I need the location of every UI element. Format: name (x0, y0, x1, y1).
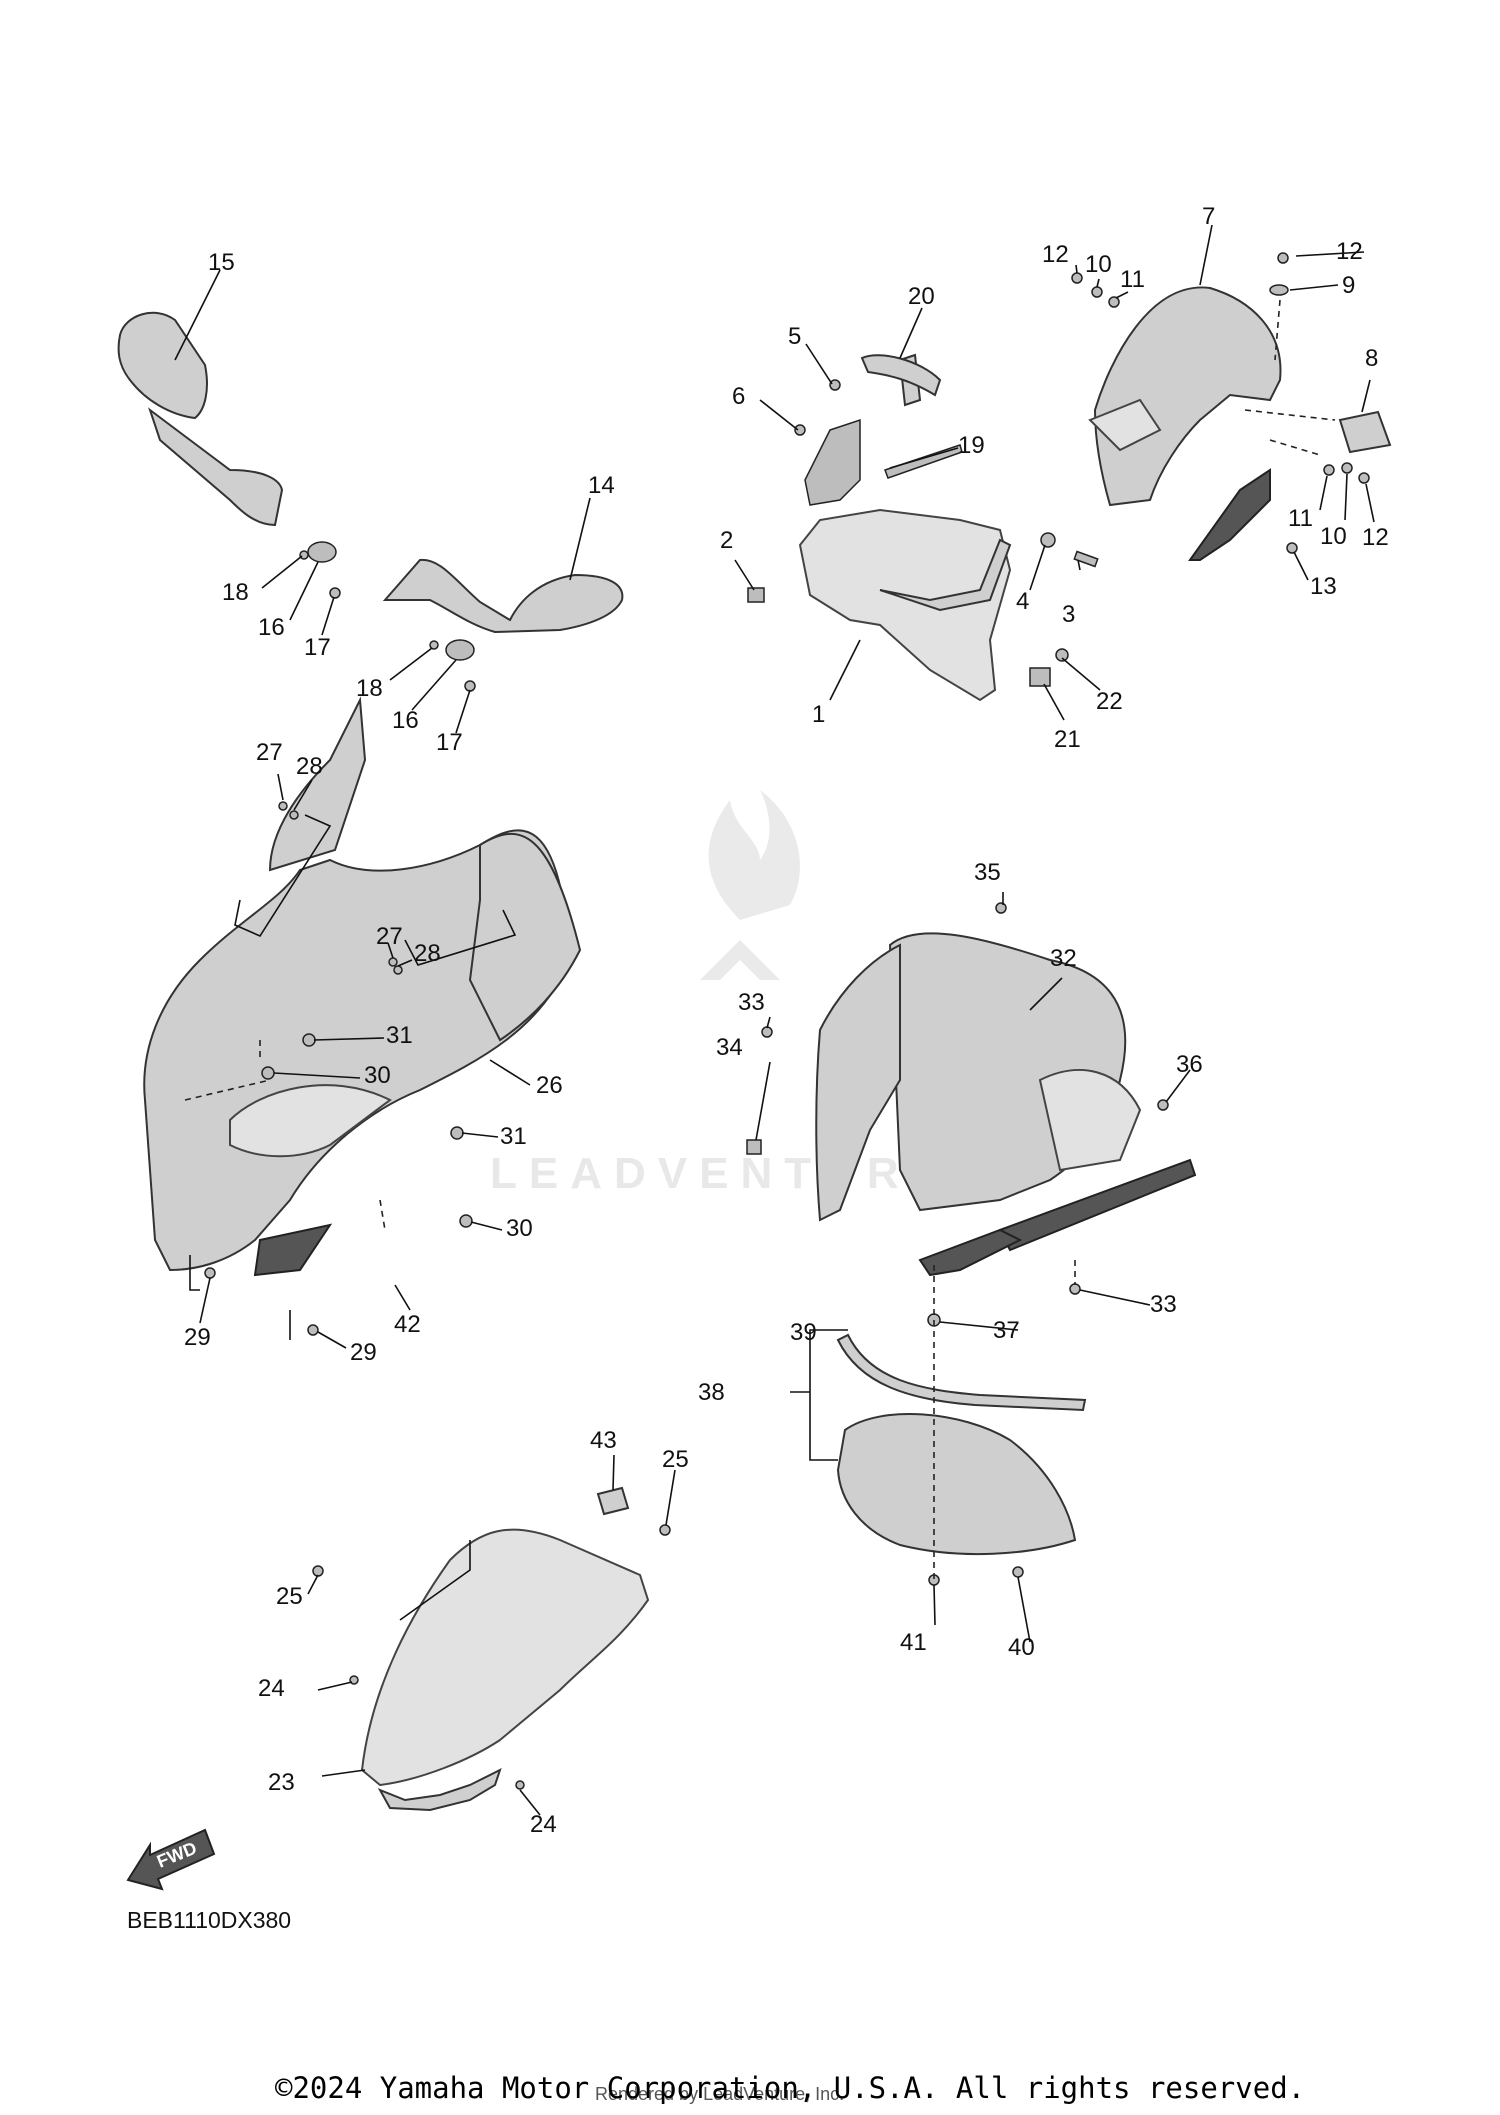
callout-23: 23 (268, 1769, 295, 1796)
callout-15: 15 (208, 249, 235, 276)
part-14-mirror-right (382, 558, 624, 634)
part-38-lower-cover (836, 1412, 1077, 1556)
callout-37: 37 (993, 1317, 1020, 1344)
part-20-bracket (860, 354, 942, 397)
part-8-tube (1338, 410, 1392, 454)
callout-10: 10 (1320, 523, 1347, 550)
callout-29: 29 (184, 1324, 211, 1351)
callout-16: 16 (258, 614, 285, 641)
callout-25: 25 (276, 1583, 303, 1610)
callout-20: 20 (908, 283, 935, 310)
callout-13: 13 (1310, 573, 1337, 600)
callout-17: 17 (436, 729, 463, 756)
callout-31: 31 (500, 1123, 527, 1150)
part-39-seal-strip (836, 1333, 1087, 1412)
callout-40: 40 (1008, 1634, 1035, 1661)
part-13-panel (1188, 468, 1271, 561)
callout-24: 24 (258, 1675, 285, 1702)
callout-9: 9 (1342, 272, 1355, 299)
part-32-inner-panel (815, 932, 1142, 1222)
callout-3: 3 (1062, 601, 1075, 628)
part-1-stay-bracket (798, 353, 1012, 702)
callout-29: 29 (350, 1339, 377, 1366)
callout-16: 16 (392, 707, 419, 734)
callout-10: 10 (1085, 251, 1112, 278)
callout-30: 30 (506, 1215, 533, 1242)
watermark: LEADVENTURE (490, 790, 952, 1198)
callout-39: 39 (790, 1319, 817, 1346)
callout-11: 11 (1120, 266, 1145, 293)
callout-7: 7 (1202, 203, 1215, 230)
callout-31: 31 (386, 1022, 413, 1049)
rendered-by-text: Rendered by LeadVenture, Inc. (595, 2084, 844, 2104)
callout-6: 6 (732, 383, 745, 410)
diagram-code: BEB1110DX380 (127, 1907, 291, 1933)
callout-17: 17 (304, 634, 331, 661)
duct-hardware (1071, 252, 1370, 554)
callout-12: 12 (1362, 524, 1389, 551)
callout-33: 33 (1150, 1291, 1177, 1318)
part-15-mirror-left (117, 311, 284, 527)
callout-22: 22 (1096, 688, 1123, 715)
callout-42: 42 (394, 1311, 421, 1338)
callout-5: 5 (788, 323, 801, 350)
callout-35: 35 (974, 859, 1001, 886)
inner-panel-dash-lines (933, 1260, 1076, 1580)
callout-18: 18 (222, 579, 249, 606)
callout-28: 28 (414, 940, 441, 967)
callout-27: 27 (256, 739, 283, 766)
cowling-hardware (204, 801, 473, 1336)
callout-36: 36 (1176, 1051, 1203, 1078)
callout-14: 14 (588, 472, 615, 499)
watermark-text: LEADVENTURE (490, 1149, 952, 1198)
callout-24: 24 (530, 1811, 557, 1838)
callout-21: 21 (1054, 726, 1081, 753)
callout-38: 38 (698, 1379, 725, 1406)
callout-43: 43 (590, 1427, 617, 1454)
callout-4: 4 (1016, 588, 1029, 615)
callout-12: 12 (1336, 238, 1363, 265)
part-33-bracket (918, 1228, 1023, 1277)
mirror-hardware-left (299, 541, 476, 692)
part-23-windscreen (360, 1528, 650, 1812)
callout-18: 18 (356, 675, 383, 702)
callout-33: 33 (738, 989, 765, 1016)
part-26-cowling (143, 696, 582, 1277)
callout-41: 41 (900, 1629, 927, 1656)
fwd-arrow-icon: FWD (126, 1828, 216, 1891)
cowling-dash-lines (184, 1040, 386, 1231)
callout-12: 12 (1042, 241, 1069, 268)
callout-2: 2 (720, 527, 733, 554)
callout-30: 30 (364, 1062, 391, 1089)
part-43-label (596, 1486, 630, 1516)
part-7-duct (1088, 286, 1282, 507)
callout-25: 25 (662, 1446, 689, 1473)
callout-27: 27 (376, 923, 403, 950)
duct-dash-lines (1244, 299, 1336, 456)
bracket-hardware (747, 379, 1099, 687)
callout-numbers: 15 18 16 17 14 18 16 17 20 5 6 19 2 4 3 … (184, 203, 1389, 1838)
callout-28: 28 (296, 753, 323, 780)
callout-11: 11 (1288, 505, 1313, 532)
callout-26: 26 (536, 1072, 563, 1099)
callout-34: 34 (716, 1034, 743, 1061)
callout-8: 8 (1365, 345, 1378, 372)
callout-1: 1 (812, 701, 825, 728)
callout-19: 19 (958, 432, 985, 459)
callout-32: 32 (1050, 945, 1077, 972)
copyright-text: ©2024 Yamaha Motor Corporation, U.S.A. A… (275, 2071, 1305, 2105)
leader-lines (174, 224, 1375, 1816)
